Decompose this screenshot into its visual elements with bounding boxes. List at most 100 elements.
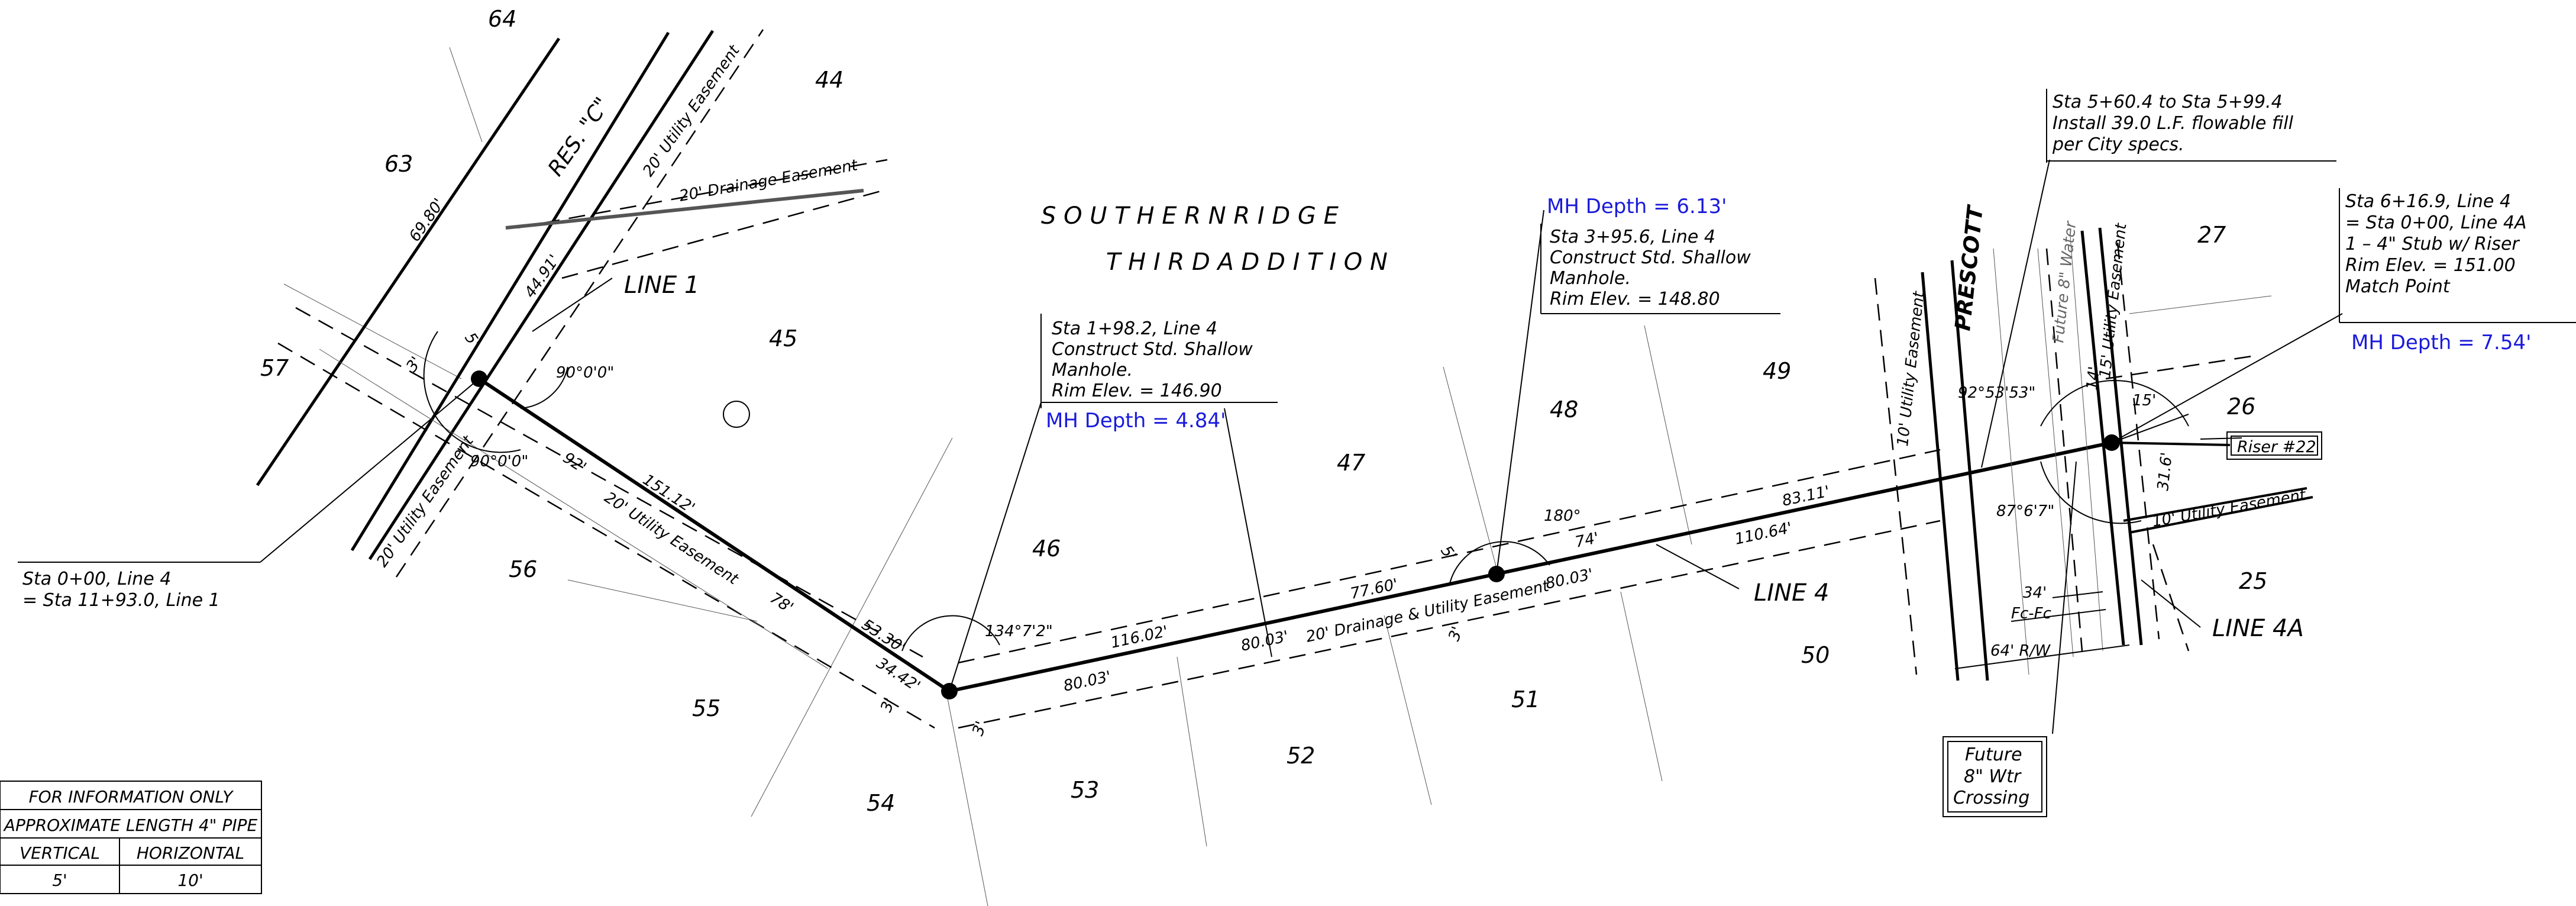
riser-tag: Riser #22: [2226, 431, 2322, 460]
easement-line: [1874, 278, 1918, 675]
leader-line: [260, 378, 480, 563]
street-line: [2080, 230, 2125, 646]
callout-sta-3-95: MH Depth = 6.13' Sta 3+95.6, Line 4 Cons…: [1540, 195, 1780, 314]
riser-box: [2226, 431, 2322, 460]
dimension-label: 5': [461, 330, 483, 352]
callout-text: Sta 5+60.4 to Sta 5+99.4: [2053, 92, 2283, 112]
callout-text: Sta 6+16.9, Line 4: [2345, 191, 2511, 212]
dim-line: [2011, 609, 2106, 622]
dimension-label: 80.03': [1239, 628, 1290, 655]
angle-arc: [423, 331, 521, 453]
info-table-title: FOR INFORMATION ONLY: [29, 787, 234, 807]
future-crossing-tag: Future 8" Wtr Crossing: [1942, 736, 2047, 817]
callout-sta-0: Sta 0+00, Line 4 = Sta 11+93.0, Line 1: [18, 562, 260, 611]
drainage-pipe: [505, 189, 864, 230]
dim-line: [2052, 591, 2103, 598]
manhole: [471, 370, 487, 387]
leader-line: [2052, 461, 2077, 734]
street-line: [1921, 272, 1960, 681]
dimension-label: 34': [2023, 584, 2047, 602]
leader-line: [2200, 437, 2242, 440]
leader-line: [1496, 209, 1544, 575]
easement-line: [517, 159, 888, 229]
easement-line: [2129, 496, 2313, 534]
leader-line: [2111, 313, 2343, 443]
dimension-label: 80.03': [1062, 668, 1113, 695]
easement-line: [958, 449, 1941, 664]
dim-line: [1954, 644, 2130, 669]
dimension-label: 3': [877, 695, 898, 715]
lot-number: 57: [260, 355, 289, 381]
easement-line: [277, 342, 935, 729]
lot-number: 51: [1511, 686, 1540, 712]
line-4-segment: [949, 572, 1497, 693]
street-line: [368, 30, 715, 560]
future-crossing-text: Crossing: [1953, 788, 2029, 808]
callout-sta-5-60: Sta 5+60.4 to Sta 5+99.4 Install 39.0 L.…: [2046, 89, 2336, 163]
line-4-segment: [478, 377, 951, 693]
lot-line: [1384, 615, 1432, 805]
easement-line: [2152, 544, 2190, 652]
lot-number: 53: [1071, 777, 1099, 803]
angle-label: 134°7'2": [985, 623, 1053, 640]
dimension-label: 80.03': [1544, 566, 1595, 593]
lot-number: 55: [692, 695, 720, 721]
manhole: [941, 683, 958, 699]
mh-depth-label: MH Depth = 4.84': [1046, 409, 1226, 433]
angle-arc: [1449, 541, 1550, 586]
angle-label: 92°53'53": [1958, 384, 2035, 402]
street-line: [1993, 248, 2029, 675]
dimension-label: 3': [1445, 624, 1466, 644]
callout-text: Manhole.: [1550, 268, 1631, 289]
leader-line: [1656, 544, 1740, 589]
manhole: [1488, 566, 1505, 582]
lot-line: [567, 579, 758, 622]
dimension-label: 69.80': [406, 195, 448, 245]
lot-line: [283, 283, 462, 379]
callout-text: Sta 0+00, Line 4: [22, 569, 171, 589]
stub: [2111, 414, 2189, 443]
line-4-label: LINE 4: [1754, 579, 1829, 607]
dimension-label: 34.42': [873, 654, 923, 696]
water-label: Future 8" Water: [2050, 220, 2080, 344]
lot-number: 54: [867, 790, 895, 816]
callout-sta-1-98: Sta 1+98.2, Line 4 Construct Std. Shallo…: [1040, 314, 1278, 433]
callout-text: Rim Elev. = 148.80: [1550, 289, 1720, 309]
easement-line: [319, 349, 829, 669]
mh-depth-label: MH Depth = 7.54': [2351, 331, 2531, 354]
leader-line: [1981, 159, 2050, 468]
dimension-label: 64' R/W: [1990, 642, 2051, 660]
callout-text: Manhole.: [1052, 360, 1133, 381]
lot-number: 25: [2239, 568, 2267, 594]
easement-line: [561, 188, 888, 279]
manhole: [2103, 434, 2120, 451]
angle-arc: [2040, 380, 2189, 427]
callout-text: per City specs.: [2052, 134, 2184, 155]
easement-label: 20' Utility Easement: [373, 433, 477, 570]
future-crossing-box: [1942, 736, 2047, 817]
lot-number: 44: [815, 67, 843, 93]
lot-line: [1177, 656, 1207, 847]
street-line: [2037, 248, 2074, 657]
street-line: [256, 37, 561, 486]
dimension-label: 78': [767, 589, 796, 617]
info-table-header: VERTICAL: [20, 843, 100, 863]
future-crossing-box-inner: [1947, 741, 2042, 813]
dimension-label: 151.12': [639, 471, 698, 518]
dimension-label: 5': [1437, 543, 1459, 565]
callout-text: Rim Elev. = 146.90: [1052, 381, 1222, 401]
info-table-header: HORIZONTAL: [137, 843, 244, 863]
angle-arc: [2040, 461, 2142, 524]
subdivision-title-line1: S O U T H E R N R I D G E: [1041, 202, 1339, 230]
info-table-subtitle: APPROXIMATE LENGTH 4" PIPE: [3, 815, 258, 835]
callout-text: Rim Elev. = 151.00: [2345, 255, 2516, 276]
water-line: [2045, 248, 2083, 652]
easement-line: [2116, 242, 2160, 640]
callout-text: Construct Std. Shallow: [1550, 247, 1751, 268]
info-table-value: 10': [177, 870, 203, 890]
lot-line: [1644, 325, 1692, 545]
leader-line: [1224, 408, 1272, 657]
future-crossing-text: 8" Wtr: [1964, 766, 2022, 787]
lot-number: 64: [488, 6, 516, 32]
